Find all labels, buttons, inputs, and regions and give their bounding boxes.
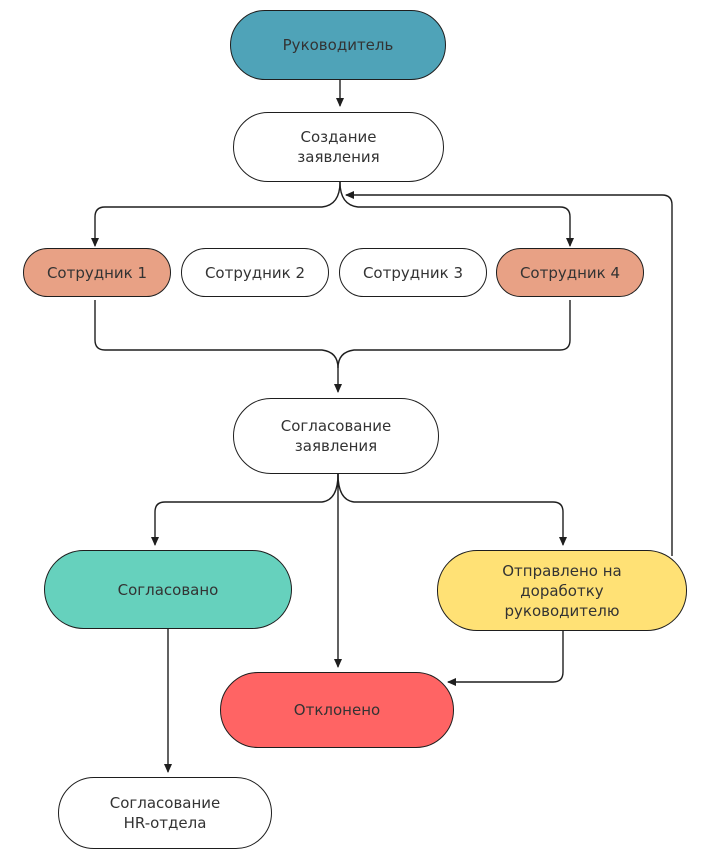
node-returned-for-revision-label: Отправлено на доработку руководителю: [502, 561, 622, 620]
node-employee-2: Сотрудник 2: [181, 248, 329, 297]
node-employee-3-label: Сотрудник 3: [362, 263, 464, 282]
node-employee-1-label: Сотрудник 1: [46, 263, 148, 282]
node-employee-2-label: Сотрудник 2: [204, 263, 306, 282]
arrow-approval-to-approved: [151, 473, 339, 546]
node-manager: Руководитель: [230, 10, 446, 80]
node-employee-1: Сотрудник 1: [23, 248, 171, 297]
node-manager-label: Руководитель: [282, 36, 394, 54]
node-approved: Согласовано: [44, 550, 292, 629]
node-employee-4: Сотрудник 4: [496, 248, 644, 297]
arrow-create-to-employee-4: [339, 181, 574, 247]
node-approval-label: Согласование заявления: [280, 417, 392, 455]
node-approval: Согласование заявления: [233, 398, 439, 474]
node-hr-approval: Согласование HR-отдела: [58, 777, 272, 849]
arrow-returned-to-create: [345, 191, 673, 556]
arrow-returned-to-rejected: [447, 631, 564, 686]
node-create-application: Создание заявления: [233, 112, 444, 182]
arrow-approval-to-returned: [337, 473, 567, 546]
arrow-employee-1-to-approval: [94, 300, 342, 393]
node-rejected: Отклонено: [220, 672, 454, 748]
node-rejected-label: Отклонено: [293, 701, 381, 719]
node-returned-for-revision: Отправлено на доработку руководителю: [437, 550, 687, 631]
node-employee-4-label: Сотрудник 4: [519, 263, 621, 282]
node-approved-label: Согласовано: [117, 580, 219, 599]
node-hr-approval-label: Согласование HR-отдела: [109, 794, 221, 832]
arrow-employee-4-to-approval: [337, 300, 571, 369]
node-employee-3: Сотрудник 3: [339, 248, 487, 297]
node-create-application-label: Создание заявления: [297, 128, 380, 166]
arrow-create-to-employee-1: [91, 181, 341, 247]
